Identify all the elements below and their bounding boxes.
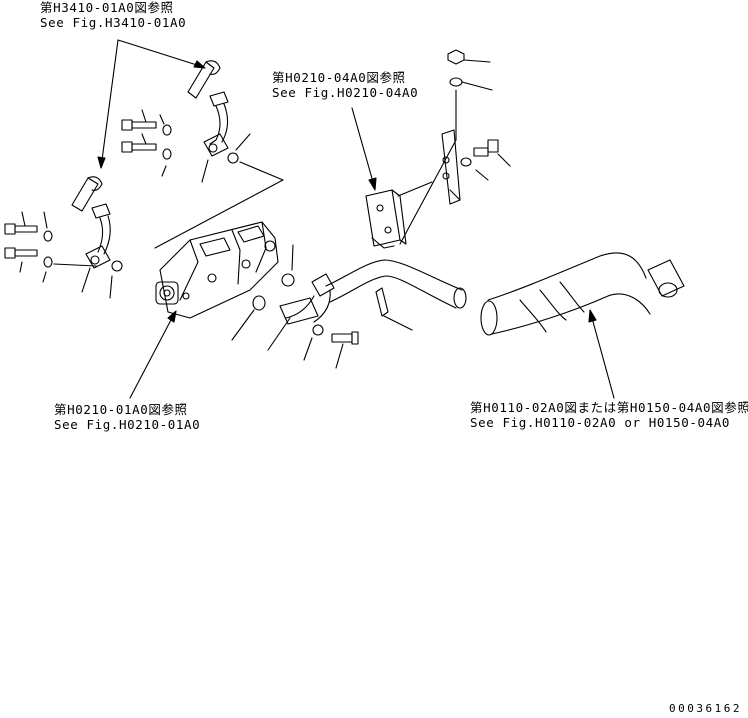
assembly-guides [53,161,284,267]
callout-c-en: See Fig.H0210-01A0 [54,417,201,432]
bolts-lower [4,211,123,299]
bracket [365,181,433,331]
callout-b-jp: 第H0210-04A0図参照 [272,70,406,85]
callout-a-jp: 第H3410-01A0図参照 [40,0,174,15]
hydraulic-pump [155,221,295,341]
drawing-number: 00036162 [669,702,742,715]
callout-d-jp: 第H0110-02A0図または第H0150-04A0図参照 [470,400,748,415]
callout-fig-h3410: 第H3410-01A0図参照 See Fig.H3410-01A0 [40,0,186,30]
upper-hardware [399,49,511,245]
callout-fig-h0110-h0150: 第H0110-02A0図または第H0150-04A0図参照 See Fig.H0… [470,400,748,430]
callout-fig-h0210-01: 第H0210-01A0図参照 See Fig.H0210-01A0 [54,402,200,432]
bolts-upper [121,109,251,183]
callout-b-en: See Fig.H0210-04A0 [272,85,419,100]
upper-hose-assembly [187,60,229,157]
large-hose [480,252,685,336]
callout-a-en: See Fig.H3410-01A0 [40,15,187,30]
callout-fig-h0210-04: 第H0210-04A0図参照 See Fig.H0210-04A0 [272,70,418,100]
callout-c-jp: 第H0210-01A0図参照 [54,402,188,417]
callout-d-en: See Fig.H0110-02A0 or H0150-04A0 [470,415,731,430]
lower-hose-assembly [71,176,111,269]
suction-pipe [267,259,467,369]
